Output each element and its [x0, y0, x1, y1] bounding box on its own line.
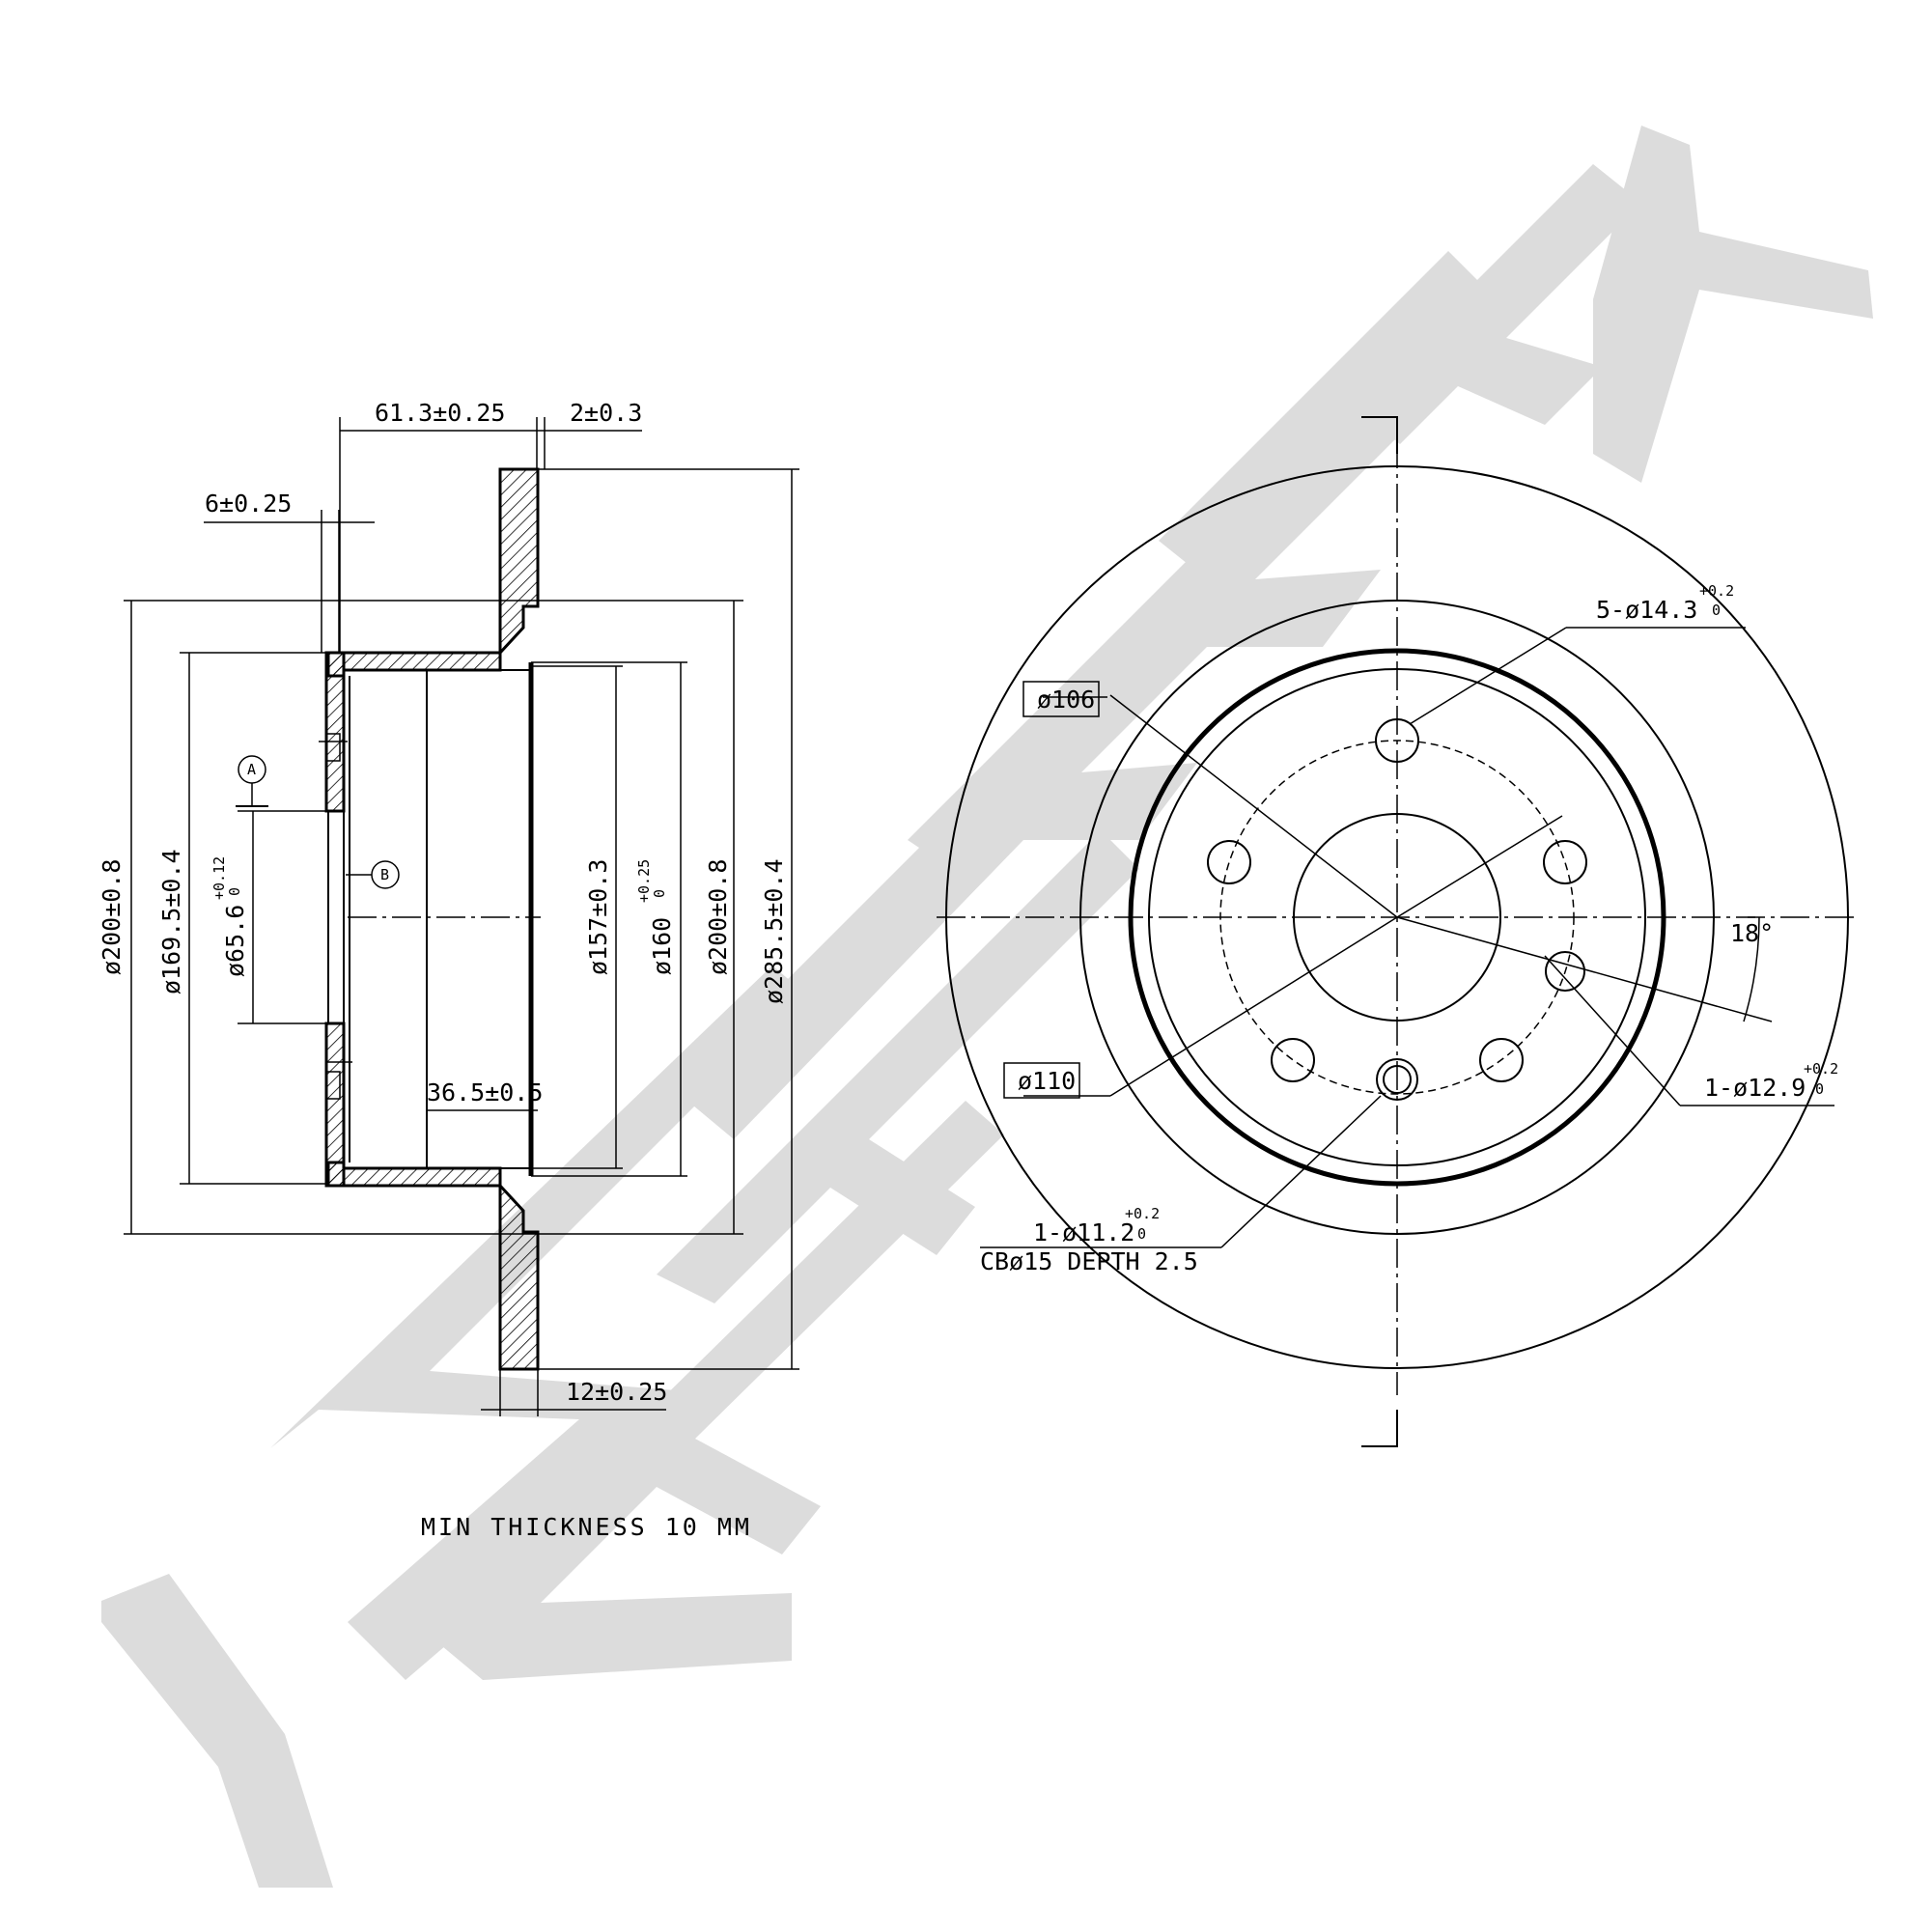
- dim-hat-depth: 36.5±0.5: [427, 1078, 543, 1106]
- dim-offset: 2±0.3: [570, 399, 642, 427]
- datum-a-label: A: [247, 761, 256, 778]
- hole-12-9: 1-ø12.9: [1704, 1074, 1806, 1102]
- dim-flange: 6±0.25: [205, 490, 292, 518]
- dim-disc-dia: ø285.5±0.4: [760, 858, 788, 1004]
- holes-5: 5-ø14.3: [1596, 596, 1697, 624]
- label-110: ø110: [1018, 1067, 1076, 1095]
- datum-b-label: B: [380, 866, 389, 883]
- dim-width-overall: 61.3±0.25: [375, 399, 505, 427]
- dim-160-tol-upper: +0.25: [635, 859, 653, 903]
- front-view: ø106 ø110 5-ø14.3 +0.2 0 1-ø12.9 +0.2 0 …: [937, 416, 1859, 1447]
- hole-11-2-tol-upper: +0.2: [1125, 1205, 1160, 1222]
- dim-160-tol-lower: 0: [651, 889, 668, 898]
- holes-5-tol-lower: 0: [1712, 602, 1721, 619]
- dim-outer-dia-2: ø200±0.8: [704, 859, 732, 975]
- dim-outer-dia-1: ø200±0.8: [98, 859, 126, 975]
- section-view: 61.3±0.25 2±0.3 6±0.25 A B ø200±0.8 ø169…: [98, 399, 799, 1541]
- dim-center-bore: ø65.6: [221, 905, 249, 977]
- dim-center-bore-tol-lower: 0: [226, 887, 243, 896]
- counterbore-note: CBø15 DEPTH 2.5: [980, 1247, 1198, 1275]
- hat-wall-bottom: [326, 1161, 502, 1188]
- dim-drum-inner: ø157±0.3: [584, 859, 612, 975]
- flange-bottom: [324, 1022, 346, 1188]
- holes-5-tol-upper: +0.2: [1699, 582, 1734, 600]
- label-106: ø106: [1037, 686, 1095, 714]
- dim-center-bore-tol-upper: +0.12: [210, 856, 228, 900]
- hole-11-2-tol-lower: 0: [1137, 1225, 1146, 1243]
- note-min-thickness: MIN THICKNESS 10 MM: [421, 1513, 752, 1541]
- hole-12-9-tol-lower: 0: [1815, 1080, 1824, 1098]
- dim-thickness: 12±0.25: [566, 1378, 667, 1406]
- watermark-logo: [101, 126, 1873, 1888]
- label-110-box: [1003, 1062, 1080, 1099]
- disc-rim-top: [498, 467, 540, 657]
- dim-hat-dia: ø169.5±0.4: [157, 849, 185, 994]
- hole-11-2: 1-ø11.2: [1033, 1218, 1134, 1246]
- bolt-holes: [1207, 718, 1587, 1101]
- hat-wall-top: [326, 651, 502, 678]
- hole-12-9-tol-upper: +0.2: [1804, 1060, 1838, 1078]
- angle-label: 18°: [1730, 919, 1774, 947]
- label-106-box: [1022, 681, 1100, 717]
- flange-top: [324, 651, 346, 813]
- dim-160: ø160: [648, 917, 676, 975]
